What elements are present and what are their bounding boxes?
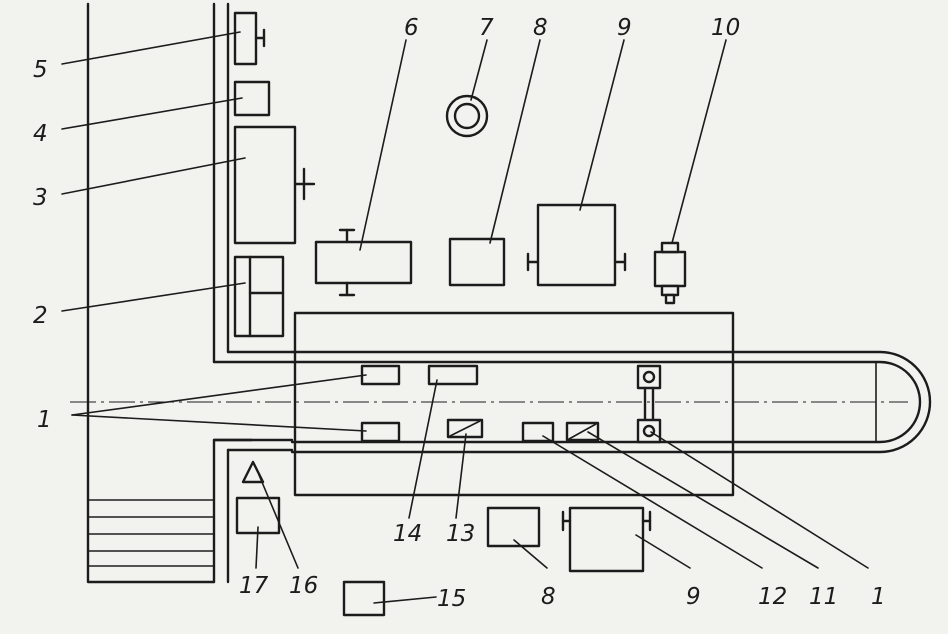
label-5: 5	[33, 57, 48, 83]
label-8-bottom: 8	[541, 584, 556, 610]
equipment-10	[653, 241, 687, 305]
leader-lines	[61, 31, 869, 604]
label-4: 4	[33, 121, 48, 147]
label-17: 17	[239, 573, 269, 599]
label-15: 15	[437, 586, 466, 612]
equipment-11	[565, 421, 600, 442]
label-1-left: 1	[37, 407, 52, 433]
labels: 5 4 3 2 1 6 7 8 9 10 14 13 17 16 15 8 9 …	[33, 15, 886, 612]
equipment-15	[342, 580, 386, 617]
equipment-7	[445, 94, 489, 138]
label-16: 16	[289, 573, 318, 599]
label-12: 12	[758, 584, 787, 610]
label-2: 2	[33, 303, 48, 329]
equipment-13	[446, 418, 484, 439]
label-9-bottom: 9	[686, 584, 701, 610]
equipment-16	[241, 460, 265, 484]
work-zone	[293, 311, 735, 497]
label-14: 14	[393, 521, 422, 547]
equipment-8-top	[448, 237, 506, 287]
label-6: 6	[404, 15, 419, 41]
label-10: 10	[711, 15, 740, 41]
equipment-6	[314, 228, 413, 297]
label-1-right: 1	[871, 584, 886, 610]
equipment-14	[427, 364, 479, 386]
equipment-3	[233, 125, 316, 245]
carriage-1	[636, 364, 662, 444]
equipment-12	[521, 421, 555, 443]
label-9-top: 9	[617, 15, 632, 41]
label-3: 3	[33, 185, 48, 211]
equipment-1-bottom	[360, 421, 401, 443]
label-13: 13	[446, 521, 475, 547]
equipment-2	[233, 255, 285, 338]
label-7: 7	[479, 15, 494, 41]
label-8-top: 8	[533, 15, 548, 41]
equipment-9-bottom	[561, 506, 652, 573]
equipment-9-top	[526, 203, 627, 287]
equipment-5	[233, 11, 266, 66]
label-11: 11	[809, 584, 838, 610]
stairs	[87, 499, 215, 567]
equipment-1-top	[360, 364, 401, 386]
